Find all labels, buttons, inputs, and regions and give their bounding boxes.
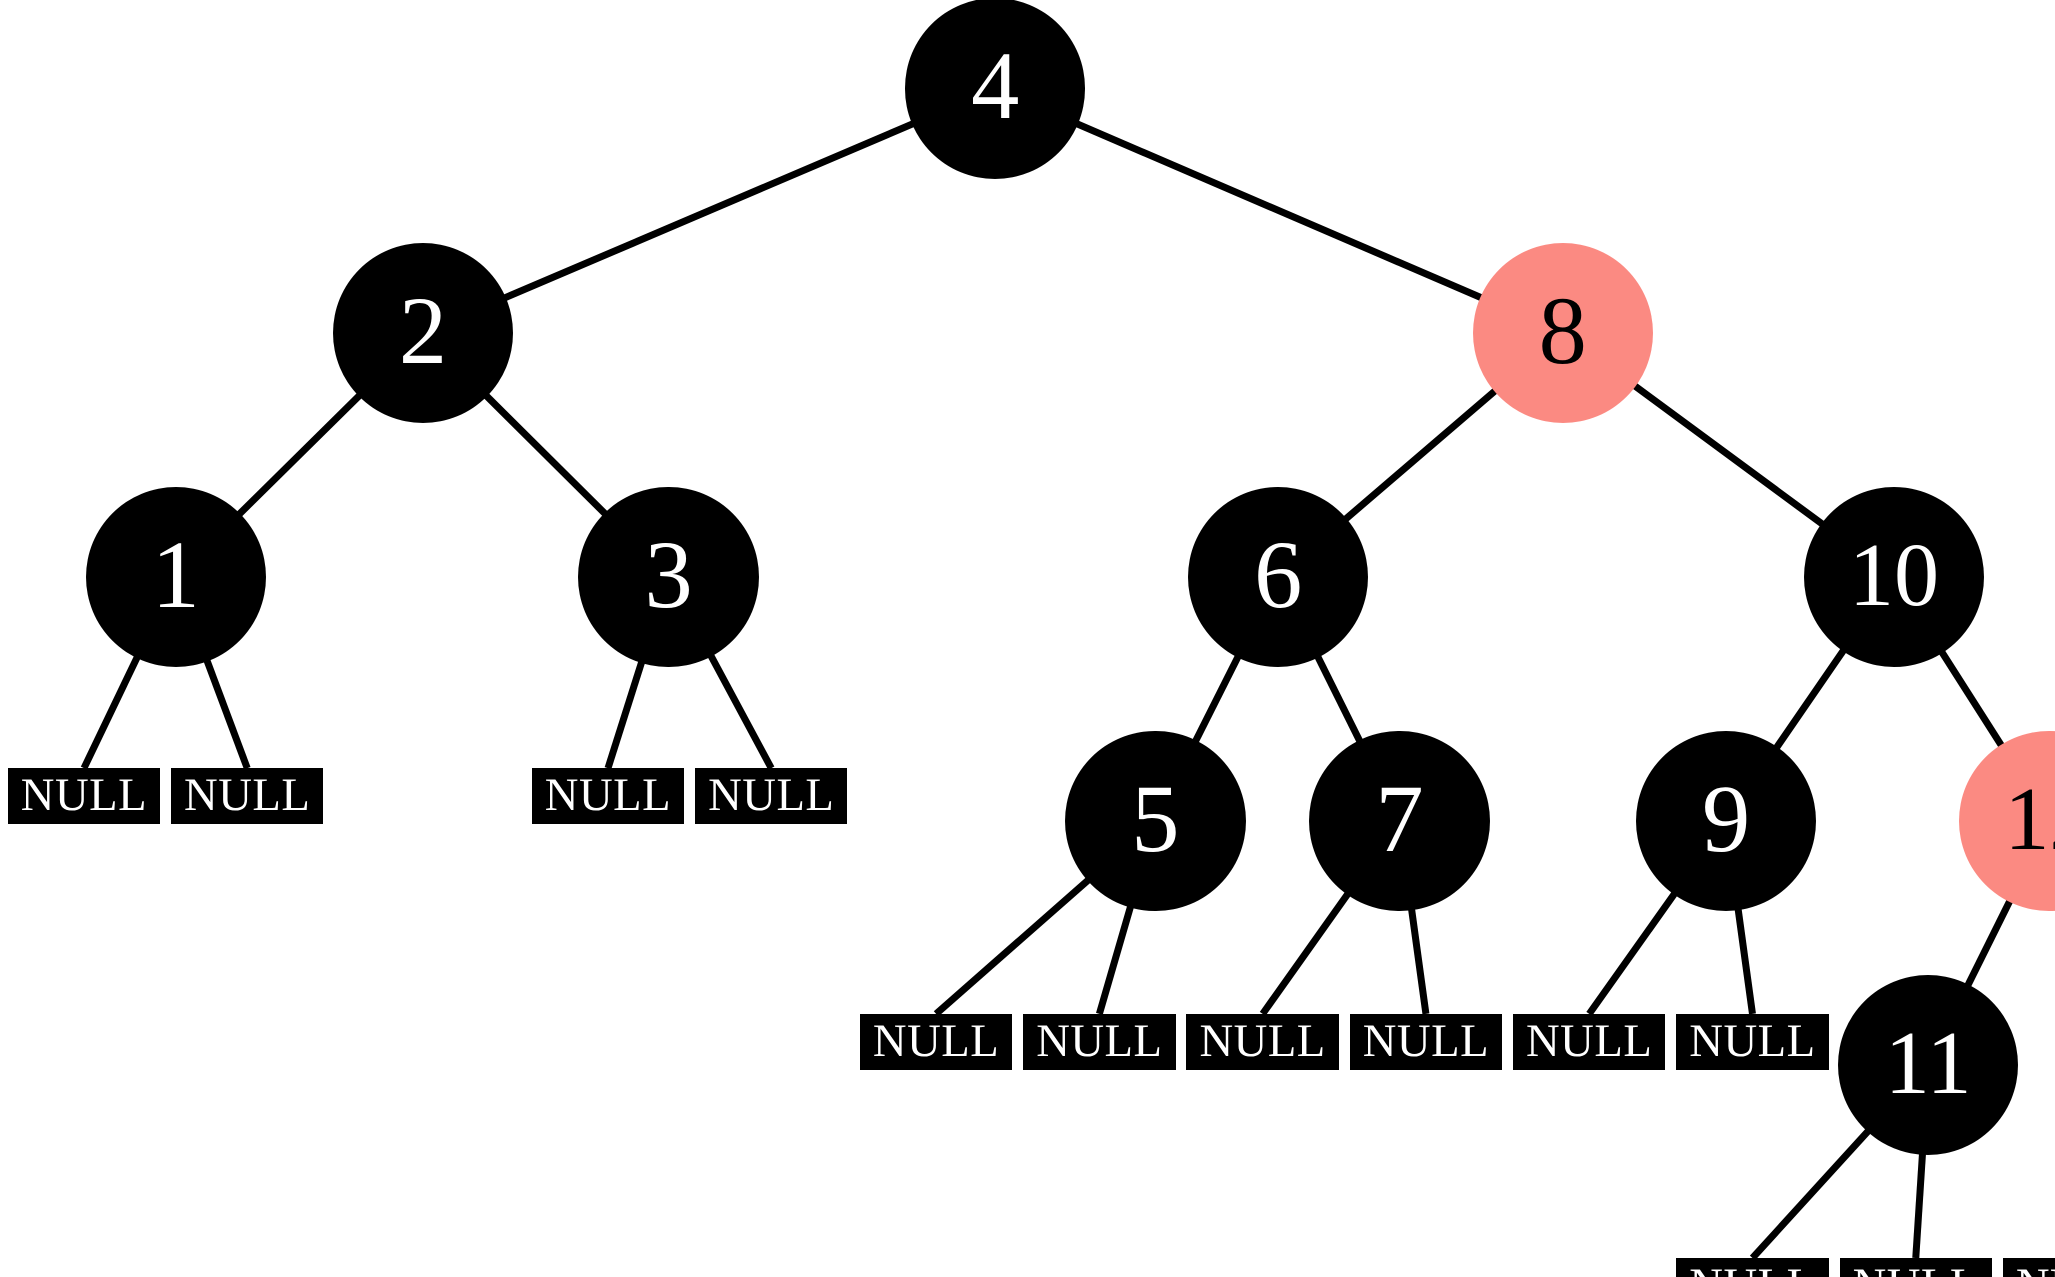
tree-nil-label: NULL — [2016, 1258, 2055, 1277]
tree-nil-label: NULL — [872, 1014, 1000, 1067]
tree-edge — [933, 866, 1104, 1017]
tree-edge — [1330, 377, 1511, 533]
tree-edge — [1184, 639, 1249, 759]
tree-node-1[interactable]: 1 — [85, 486, 266, 668]
tree-node-10[interactable]: 10 — [1803, 486, 1985, 668]
tree-node-label: 12 — [2004, 768, 2055, 869]
tree-node-label: 9 — [1701, 764, 1751, 872]
tree-nil-leaf: NULL — [859, 1013, 1013, 1070]
tree-nil-leaf: NULL — [1839, 1257, 1992, 1277]
tree-nil-leaf: NULL — [1349, 1013, 1503, 1070]
tree-node-6[interactable]: 6 — [1188, 486, 1369, 668]
tree-nil-leaf: NULL — [1513, 1013, 1666, 1070]
tree-node-label: 10 — [1848, 524, 1940, 625]
tree-edge — [1307, 639, 1371, 758]
tree-edge — [1957, 884, 2021, 1003]
tree-edge — [1096, 889, 1139, 1015]
tree-nil-label: NULL — [1526, 1014, 1653, 1067]
tree-node-7[interactable]: 7 — [1309, 730, 1490, 912]
tree-nil-leaf: NULL — [7, 768, 161, 825]
tree-edge — [1405, 892, 1430, 1015]
tree-nil-leaf: NULL — [1186, 1013, 1339, 1070]
tree-edge — [224, 380, 375, 529]
tree-node-label: 5 — [1131, 764, 1180, 872]
tree-edge — [1060, 113, 1498, 308]
tree-edge — [1749, 1116, 1883, 1261]
tree-node-3[interactable]: 3 — [578, 486, 759, 668]
tree-node-12[interactable]: 12 — [1959, 730, 2055, 912]
tree-node-label: 1 — [151, 520, 200, 628]
tree-node-label: 2 — [398, 276, 448, 384]
tree-edge — [1929, 635, 2014, 763]
tree-node-9[interactable]: 9 — [1635, 730, 1817, 912]
tree-node-label: 11 — [1884, 1013, 1972, 1114]
tree-nil-label: NULL — [1689, 1014, 1816, 1067]
tree-node-11[interactable]: 11 — [1838, 974, 2019, 1156]
tree-node-label: 6 — [1254, 520, 1303, 628]
tree-node-8[interactable]: 8 — [1472, 242, 1653, 423]
tree-node-4[interactable]: 4 — [905, 0, 1086, 179]
tree-edge — [1732, 892, 1756, 1015]
tree-nil-leaf: NULL — [2002, 1257, 2055, 1277]
tree-nil-label: NULL — [708, 769, 835, 822]
tree-edge — [1259, 877, 1361, 1016]
tree-edge — [487, 113, 931, 308]
tree-nil-leaf: NULL — [171, 768, 324, 825]
tree-nil-label: NULL — [544, 769, 672, 822]
tree-nil-leaf: NULL — [695, 768, 848, 825]
tree-nil-label: NULL — [1362, 1014, 1490, 1067]
tree-nil-label: NULL — [20, 769, 148, 822]
tree-edge — [1618, 372, 1838, 537]
tree-node-5[interactable]: 5 — [1065, 730, 1246, 912]
tree-edge — [197, 643, 251, 770]
tree-node-label: 3 — [644, 520, 693, 628]
tree-nil-label: NULL — [184, 769, 311, 822]
tree-edge — [1586, 877, 1688, 1016]
tree-node-label: 4 — [971, 32, 1020, 140]
tree-nil-label: NULL — [1199, 1014, 1326, 1067]
tree-edge — [1912, 1136, 1928, 1259]
tree-node-label: 7 — [1375, 764, 1424, 872]
tree-nil-leaf: NULL — [531, 768, 685, 825]
tree-edge — [1764, 634, 1856, 764]
tree-nil-leaf: NULL — [1676, 1257, 1829, 1277]
tree-edge — [80, 640, 148, 770]
tree-node-2[interactable]: 2 — [332, 242, 514, 423]
tree-nil-label: NULL — [1689, 1258, 1815, 1277]
tree-nil-leaf: NULL — [1676, 1013, 1829, 1070]
tree-edge — [604, 644, 651, 770]
tree-edge — [471, 381, 620, 529]
tree-nil-label: NULL — [1853, 1258, 1979, 1277]
tree-node-label: 8 — [1538, 276, 1587, 384]
tree-edge — [699, 638, 775, 770]
tree-nil-leaf: NULL — [1023, 1013, 1176, 1070]
tree-nil-label: NULL — [1036, 1014, 1163, 1067]
